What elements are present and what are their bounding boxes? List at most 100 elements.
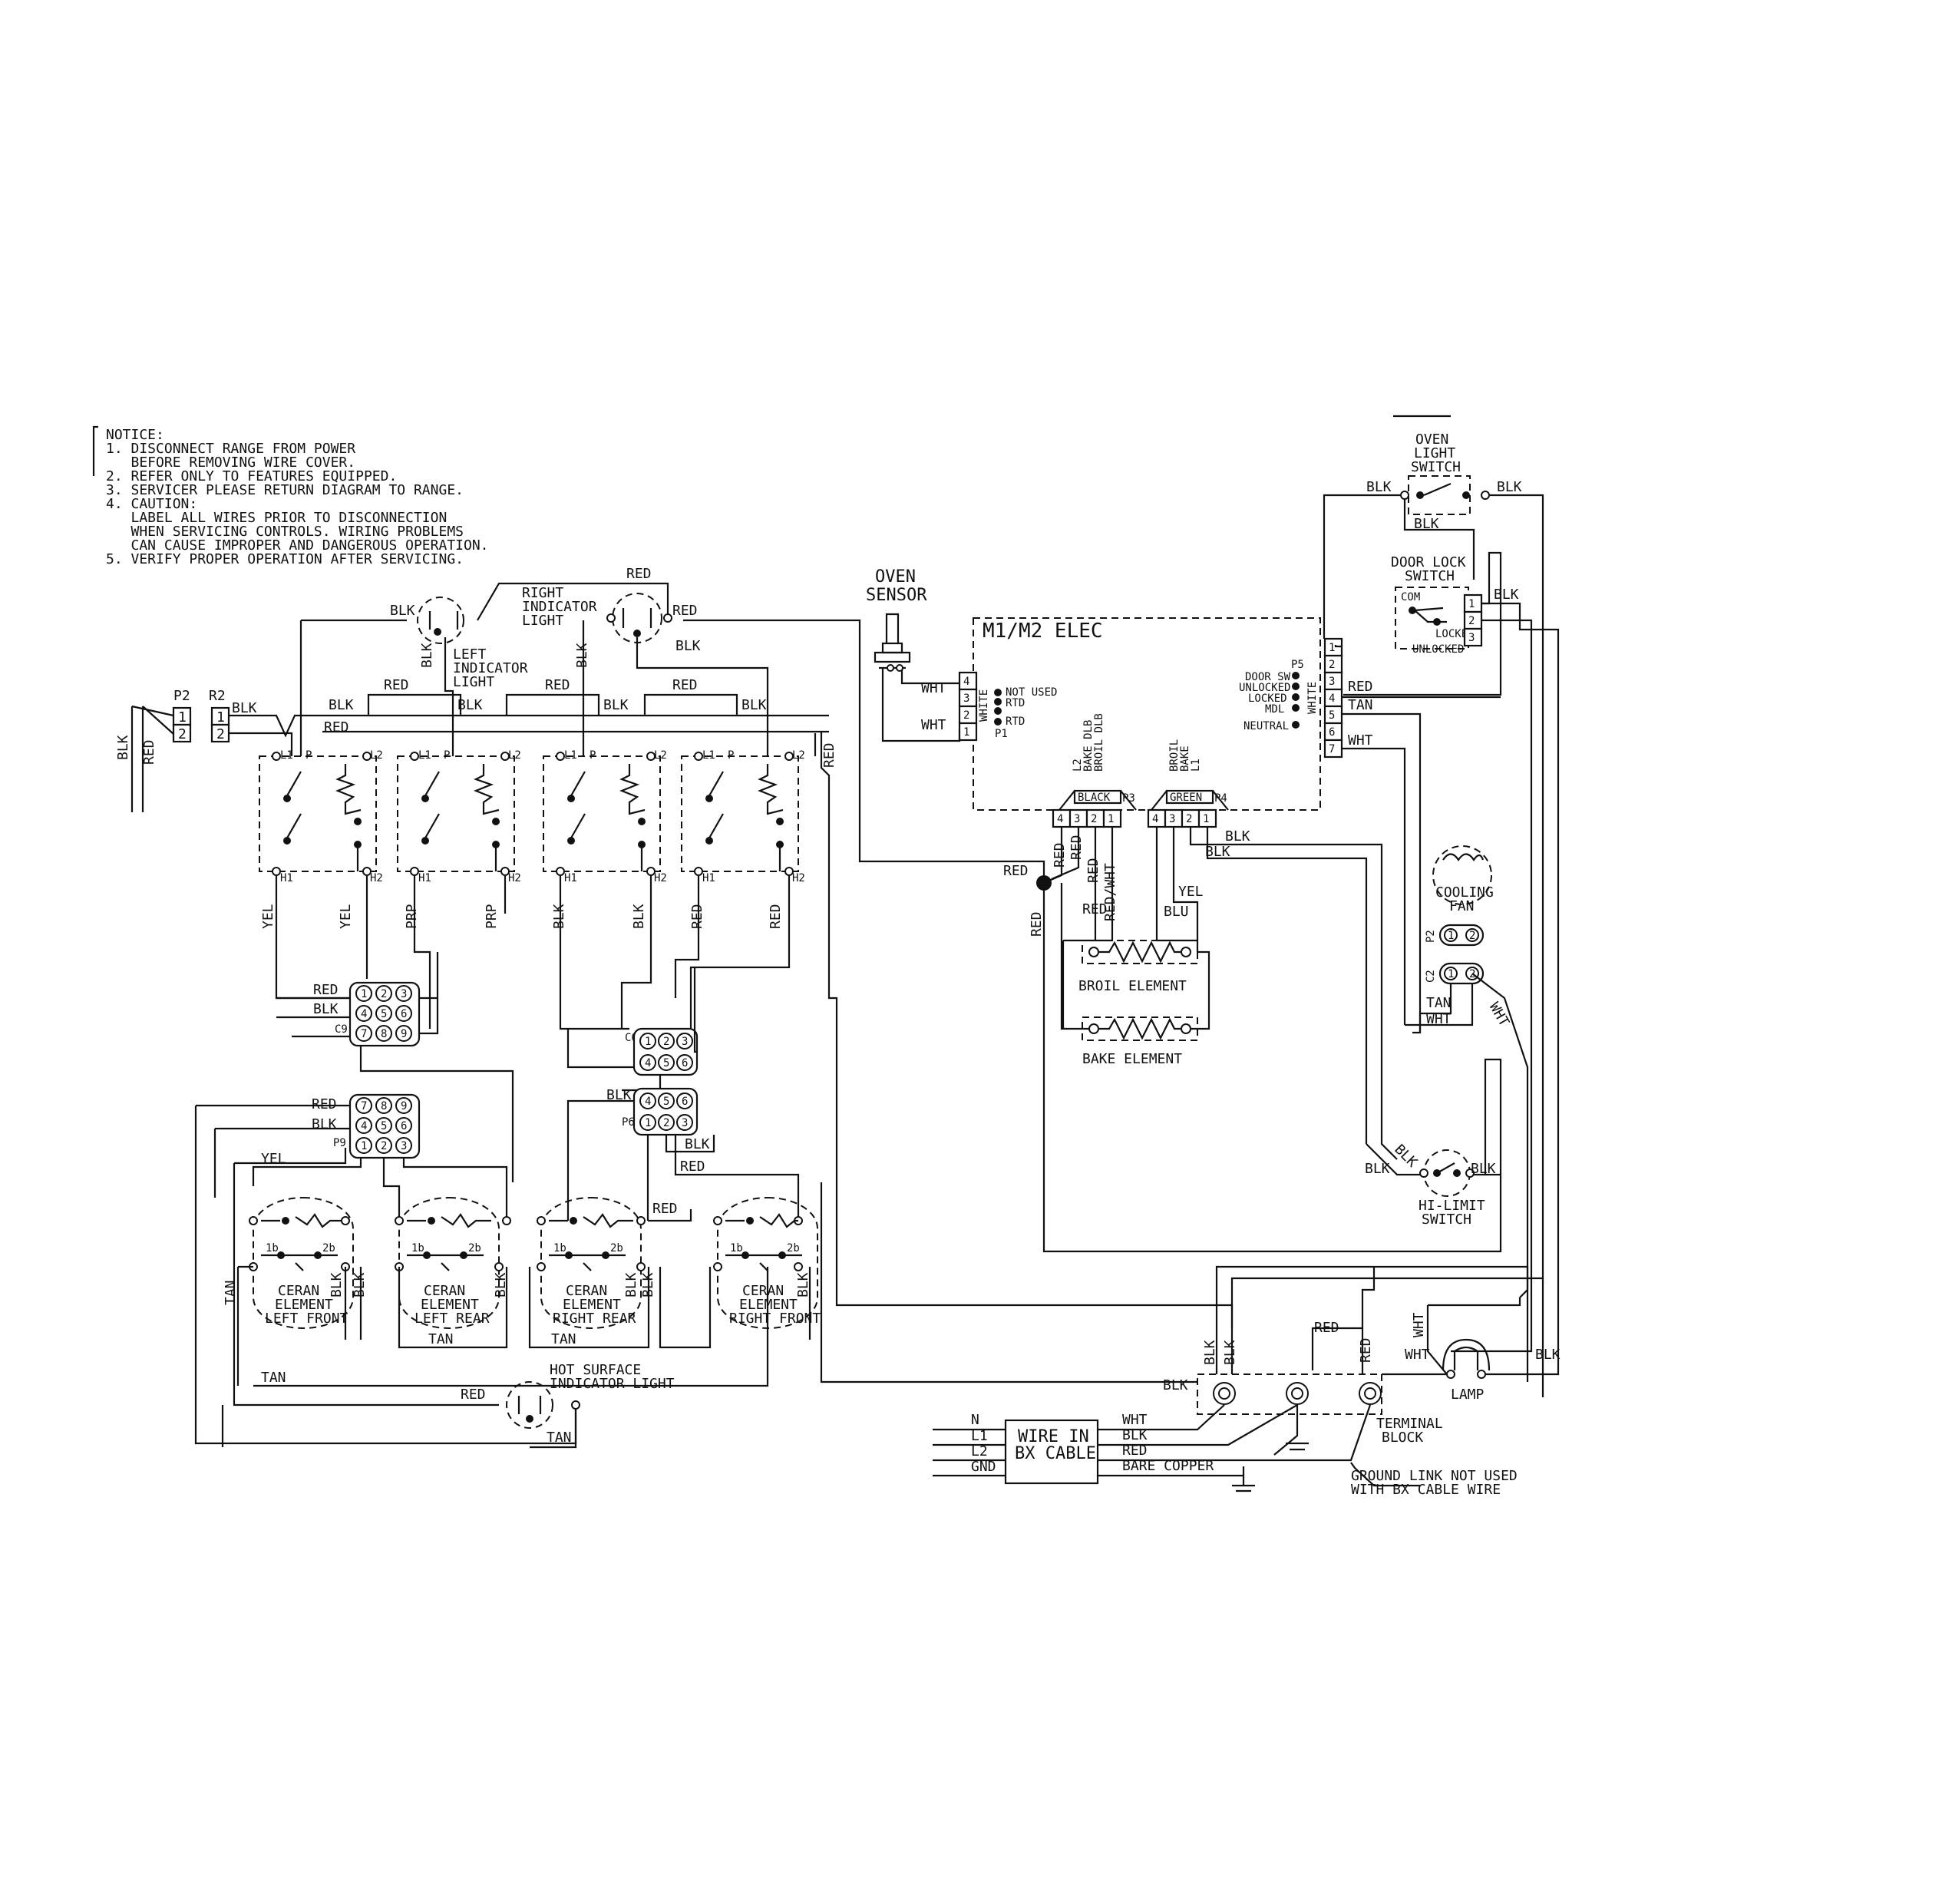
svg-text:6: 6 xyxy=(401,1008,407,1020)
svg-text:PRP: PRP xyxy=(404,904,420,929)
svg-text:N: N xyxy=(971,1412,979,1428)
notice-line: 1. DISCONNECT RANGE FROM POWER xyxy=(106,441,355,457)
notice-line: WHEN SERVICING CONTROLS. WIRING PROBLEMS xyxy=(106,524,464,540)
svg-text:3: 3 xyxy=(963,693,969,705)
svg-text:2: 2 xyxy=(663,1036,669,1048)
svg-text:LIGHT: LIGHT xyxy=(522,613,563,629)
svg-text:ELEMENT: ELEMENT xyxy=(275,1297,333,1313)
svg-text:RTD: RTD xyxy=(1006,716,1025,728)
svg-text:4: 4 xyxy=(645,1096,651,1108)
svg-text:OVEN: OVEN xyxy=(875,567,916,587)
svg-text:1: 1 xyxy=(1468,598,1475,610)
svg-text:8: 8 xyxy=(381,1100,387,1112)
svg-text:GROUND LINK NOT USED: GROUND LINK NOT USED xyxy=(1351,1468,1518,1484)
svg-text:BLK: BLK xyxy=(1391,1142,1420,1171)
svg-text:LAMP: LAMP xyxy=(1451,1387,1485,1403)
svg-text:RED: RED xyxy=(1348,679,1373,695)
svg-text:ELEMENT: ELEMENT xyxy=(421,1297,479,1313)
svg-text:1: 1 xyxy=(645,1036,651,1048)
ceran-element-right-rear: 1b 2b CERAN ELEMENT RIGHT REAR xyxy=(537,1197,646,1329)
oven-light-switch: OVEN LIGHT SWITCH BLK BLK BLK xyxy=(1323,415,1544,1397)
svg-text:P3: P3 xyxy=(1122,792,1135,805)
notice-block: NOTICE: 1. DISCONNECT RANGE FROM POWER B… xyxy=(92,425,489,567)
svg-text:7: 7 xyxy=(361,1028,367,1040)
svg-text:P6: P6 xyxy=(622,1116,635,1129)
svg-text:TAN: TAN xyxy=(551,1331,576,1347)
svg-text:5: 5 xyxy=(381,1008,387,1020)
wire-label: RED xyxy=(672,603,698,619)
svg-text:3: 3 xyxy=(1074,813,1080,825)
svg-text:BLK: BLK xyxy=(312,1116,337,1132)
svg-text:P2: P2 xyxy=(1425,930,1437,943)
svg-text:WITH BX CABLE WIRE: WITH BX CABLE WIRE xyxy=(1351,1482,1501,1498)
svg-text:BLK: BLK xyxy=(640,1272,656,1297)
svg-text:GREEN: GREEN xyxy=(1170,792,1202,804)
svg-text:BROIL DLB: BROIL DLB xyxy=(1093,713,1105,772)
svg-text:2: 2 xyxy=(1091,813,1097,825)
svg-text:L2: L2 xyxy=(370,749,383,762)
svg-text:6: 6 xyxy=(1329,726,1335,739)
svg-text:BLK: BLK xyxy=(631,904,647,929)
svg-text:P: P xyxy=(444,749,450,762)
oven-sensor: OVEN SENSOR xyxy=(866,567,961,742)
svg-text:3: 3 xyxy=(682,1036,688,1048)
svg-text:2: 2 xyxy=(963,709,969,722)
wire-label: BLK xyxy=(741,697,767,713)
notice-line: BEFORE REMOVING WIRE COVER. xyxy=(106,455,355,471)
svg-text:2: 2 xyxy=(1329,659,1335,671)
svg-text:UNLOCKED: UNLOCKED xyxy=(1239,682,1290,694)
wire-label: RED xyxy=(384,677,409,693)
svg-text:5: 5 xyxy=(663,1057,669,1069)
svg-text:7: 7 xyxy=(1329,743,1335,755)
svg-text:RIGHT REAR: RIGHT REAR xyxy=(553,1311,636,1327)
svg-text:YEL: YEL xyxy=(1178,884,1204,900)
svg-text:5: 5 xyxy=(381,1120,387,1132)
svg-text:4: 4 xyxy=(361,1008,367,1020)
wire-label: BLK xyxy=(457,697,483,713)
svg-text:BLK: BLK xyxy=(1122,1427,1148,1443)
svg-text:BLK: BLK xyxy=(1414,516,1439,532)
svg-text:P4: P4 xyxy=(1214,792,1227,805)
notice-line: 2. REFER ONLY TO FEATURES EQUIPPED. xyxy=(106,468,397,484)
svg-text:H1: H1 xyxy=(418,872,431,884)
svg-text:4: 4 xyxy=(1057,813,1063,825)
svg-text:LOCKED: LOCKED xyxy=(1248,693,1287,705)
svg-text:9: 9 xyxy=(401,1028,407,1040)
svg-text:1b: 1b xyxy=(411,1242,424,1254)
p2-label: P2 xyxy=(173,688,190,704)
svg-text:2b: 2b xyxy=(468,1242,481,1254)
svg-text:5: 5 xyxy=(1329,709,1335,722)
svg-text:RED: RED xyxy=(313,982,339,998)
ground-note: GROUND LINK NOT USED WITH BX CABLE WIRE xyxy=(1350,1462,1518,1498)
svg-text:BLK: BLK xyxy=(795,1272,811,1297)
svg-text:RED: RED xyxy=(1029,911,1045,937)
terminal-block: TERMINAL BLOCK BLK BLK RED RED BLK xyxy=(820,1182,1543,1456)
svg-text:TAN: TAN xyxy=(261,1370,286,1386)
svg-text:BLK: BLK xyxy=(623,1272,639,1297)
svg-text:4: 4 xyxy=(963,676,969,688)
svg-text:BLK: BLK xyxy=(352,1272,368,1297)
svg-text:WHT: WHT xyxy=(1405,1347,1430,1363)
svg-text:TAN: TAN xyxy=(1426,995,1452,1011)
svg-text:2: 2 xyxy=(1468,615,1475,627)
svg-text:INDICATOR LIGHT: INDICATOR LIGHT xyxy=(550,1376,675,1392)
svg-text:YEL: YEL xyxy=(338,904,354,929)
svg-text:P: P xyxy=(728,749,734,762)
svg-text:1b: 1b xyxy=(730,1242,743,1254)
svg-text:3: 3 xyxy=(1468,632,1475,644)
svg-text:L1: L1 xyxy=(702,749,715,762)
notice-line: 4. CAUTION: xyxy=(106,496,197,512)
infinite-switch-3: L1 P L2 H1 H2 xyxy=(543,749,667,884)
svg-text:BLK: BLK xyxy=(493,1272,509,1297)
svg-text:LIGHT: LIGHT xyxy=(453,674,494,690)
svg-text:2: 2 xyxy=(381,988,387,1000)
svg-text:RED: RED xyxy=(312,1096,337,1112)
svg-text:PRP: PRP xyxy=(484,904,500,929)
svg-text:RED: RED xyxy=(1003,863,1029,879)
svg-text:BLK: BLK xyxy=(313,1001,339,1017)
svg-text:2: 2 xyxy=(178,726,187,742)
svg-text:4: 4 xyxy=(361,1120,367,1132)
svg-text:BLK: BLK xyxy=(1163,1377,1188,1393)
svg-text:BLK: BLK xyxy=(551,904,567,929)
svg-text:RED: RED xyxy=(461,1387,486,1403)
